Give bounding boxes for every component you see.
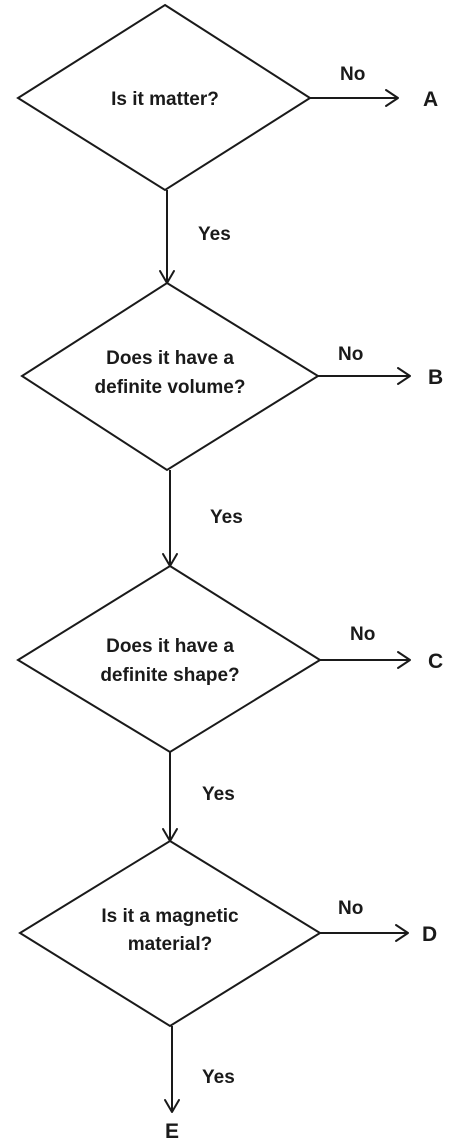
decision-2: Does it have a definite volume? No B — [20, 281, 443, 472]
connector-final-arrowhead — [164, 1099, 180, 1113]
decision-4-text-line-2: material? — [128, 934, 212, 955]
decision-1: Is it matter? No A — [16, 3, 438, 192]
decision-4-no-arrowhead — [395, 924, 409, 942]
decision-2-no-arrowhead — [397, 367, 411, 385]
yes-label-2: Yes — [210, 507, 243, 528]
decision-4-text-line-1: Is it a magnetic — [101, 906, 239, 927]
connector-3: Yes — [162, 752, 235, 842]
decision-3: Does it have a definite shape? No C — [16, 564, 443, 754]
decision-3-no-label: No — [350, 624, 375, 645]
yes-label-4: Yes — [202, 1067, 235, 1088]
decision-3-text-line-1: Does it have a — [106, 636, 234, 657]
decision-2-no-label: No — [338, 344, 363, 365]
decision-3-no-arrowhead — [397, 651, 411, 669]
outcome-b: B — [428, 366, 443, 389]
yes-label-3: Yes — [202, 784, 235, 805]
decision-2-text-line-2: definite volume? — [95, 377, 246, 398]
connector-1: Yes — [159, 190, 231, 284]
decision-2-diamond — [20, 281, 320, 472]
decision-2-text-line-1: Does it have a — [106, 348, 234, 369]
decision-1-no-label: No — [340, 64, 365, 85]
outcome-c: C — [428, 650, 443, 673]
decision-1-no-arrowhead — [385, 89, 399, 107]
outcome-a: A — [423, 88, 438, 111]
decision-3-text-line-2: definite shape? — [100, 665, 239, 686]
outcome-e: E — [165, 1120, 179, 1142]
decision-1-diamond — [16, 3, 312, 192]
connector-2: Yes — [162, 470, 243, 567]
connector-final: Yes E — [164, 1026, 235, 1142]
yes-label-1: Yes — [198, 224, 231, 245]
decision-4-no-label: No — [338, 898, 363, 919]
decision-4: Is it a magnetic material? No D — [18, 839, 437, 1028]
decision-1-text-line-1: Is it matter? — [111, 89, 219, 110]
outcome-d: D — [422, 923, 437, 946]
decision-4-diamond — [18, 839, 322, 1028]
decision-3-diamond — [16, 564, 322, 754]
